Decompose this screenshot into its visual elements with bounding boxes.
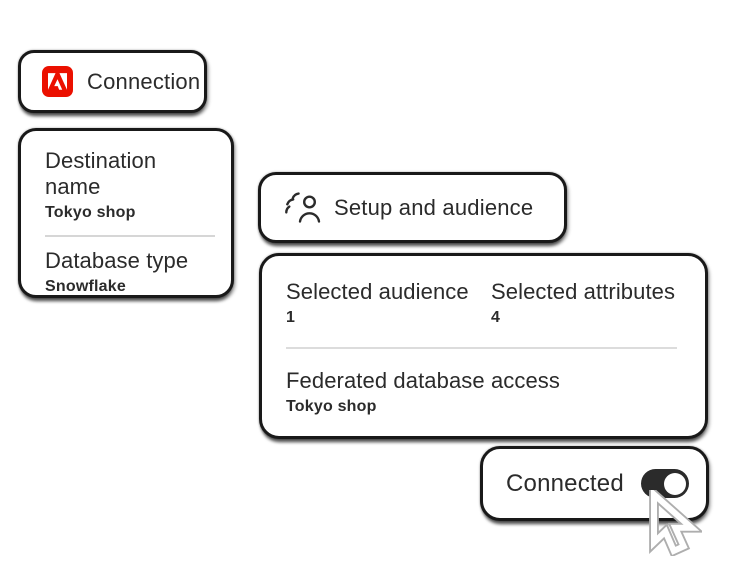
database-type-label: Database type — [45, 247, 189, 273]
federated-access-value: Tokyo shop — [286, 397, 377, 415]
adobe-logo-icon — [42, 66, 73, 97]
connection-card[interactable]: Connection — [18, 50, 207, 113]
federated-access-label: Federated database access — [286, 367, 561, 393]
destination-name-value: Tokyo shop — [45, 203, 136, 221]
audience-icon — [284, 191, 322, 225]
divider — [45, 234, 215, 237]
connected-label: Connected — [506, 469, 624, 497]
setup-audience-label: Setup and audience — [334, 194, 534, 220]
destination-name-label: Destination name — [45, 148, 157, 199]
selected-attributes-value: 4 — [491, 308, 501, 326]
destination-details-card: Destination name Tokyo shop Database typ… — [18, 128, 234, 298]
database-type-value: Snowflake — [45, 277, 126, 295]
toggle-knob — [664, 472, 686, 495]
selected-audience-value: 1 — [286, 308, 296, 326]
selected-attributes-stat: Selected attributes 4 — [491, 279, 675, 327]
selected-attributes-label: Selected attributes — [491, 279, 676, 304]
connected-toggle[interactable] — [641, 469, 689, 498]
stats-row: Selected audience 1 Selected attributes … — [286, 279, 677, 327]
divider — [286, 346, 677, 349]
connected-card: Connected — [480, 446, 709, 521]
summary-card: Selected audience 1 Selected attributes … — [259, 253, 708, 439]
selected-audience-label: Selected audience — [286, 279, 469, 304]
setup-audience-card[interactable]: Setup and audience — [258, 172, 567, 243]
connection-card-label: Connection — [87, 68, 201, 94]
selected-audience-stat: Selected audience 1 — [286, 279, 491, 327]
